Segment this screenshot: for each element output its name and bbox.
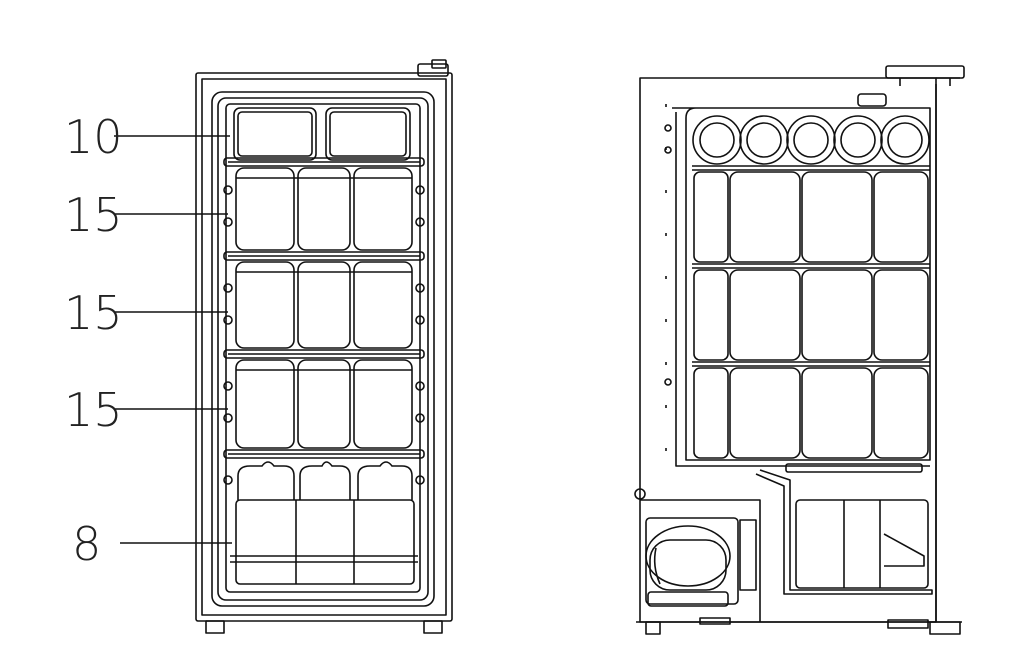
side-top-can-row	[693, 116, 929, 164]
front-view	[114, 60, 452, 633]
side-can-rows	[694, 172, 928, 458]
callout-leaders	[114, 136, 232, 543]
cabinet-outline	[196, 73, 452, 621]
can-row-3	[236, 360, 412, 448]
shelf-supports	[224, 186, 424, 484]
side-shelves	[692, 166, 930, 366]
compressor	[635, 489, 760, 622]
side-view	[635, 66, 964, 634]
callout-label-shelf-3: 15	[64, 383, 123, 437]
front-foot-right	[424, 621, 442, 633]
top-bin-group	[234, 108, 410, 160]
side-bottom-bin	[756, 470, 932, 594]
door-hinge	[418, 64, 448, 76]
door-gasket	[212, 92, 434, 606]
side-base	[636, 618, 962, 634]
callout-label-shelf-1: 15	[64, 188, 123, 242]
shelf-rails	[224, 158, 424, 458]
callout-label-top-bin: 10	[64, 110, 123, 164]
can-row-2	[236, 262, 412, 348]
front-foot-left	[206, 621, 224, 633]
callout-labels: 10 15 15 15 8	[64, 110, 123, 571]
can-row-1	[236, 168, 412, 250]
bottom-bottle-group	[230, 462, 418, 584]
side-top-control	[886, 66, 964, 78]
callout-label-bottom-bin: 8	[72, 517, 101, 571]
callout-label-shelf-2: 15	[64, 286, 123, 340]
